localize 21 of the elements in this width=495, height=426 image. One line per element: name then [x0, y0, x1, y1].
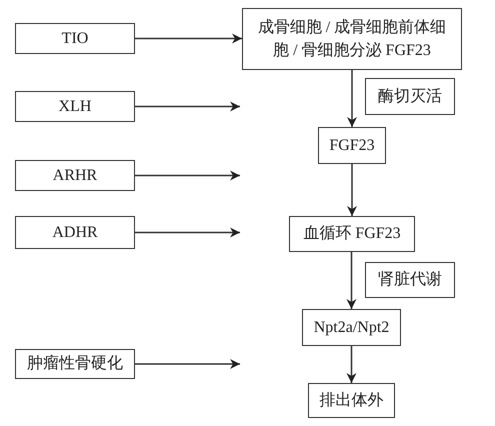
step-note-box: 酶切灭活 — [365, 78, 455, 115]
process-box: 血循环 FGF23 — [289, 216, 415, 252]
cause-box: 肿瘤性骨硬化 — [15, 349, 135, 379]
arrow — [135, 359, 240, 369]
process-box: 排出体外 — [308, 383, 395, 418]
cause-box: ARHR — [15, 160, 135, 191]
arrow — [135, 170, 240, 180]
arrow — [135, 102, 240, 112]
process-box: FGF23 — [318, 127, 386, 164]
arrow — [135, 228, 240, 238]
arrow — [347, 164, 357, 216]
arrow — [346, 346, 356, 383]
cause-box: XLH — [15, 91, 135, 122]
cause-box: ADHR — [15, 216, 135, 249]
process-box: Npt2a/Npt2 — [302, 309, 401, 346]
arrow — [346, 252, 356, 309]
arrow — [347, 70, 357, 127]
process-box: 成骨细胞 / 成骨细胞前体细胞 / 骨细胞分泌 FGF23 — [242, 8, 462, 70]
step-note-box: 肾脏代谢 — [365, 262, 455, 298]
cause-box: TIO — [15, 23, 135, 54]
arrow — [135, 34, 242, 44]
